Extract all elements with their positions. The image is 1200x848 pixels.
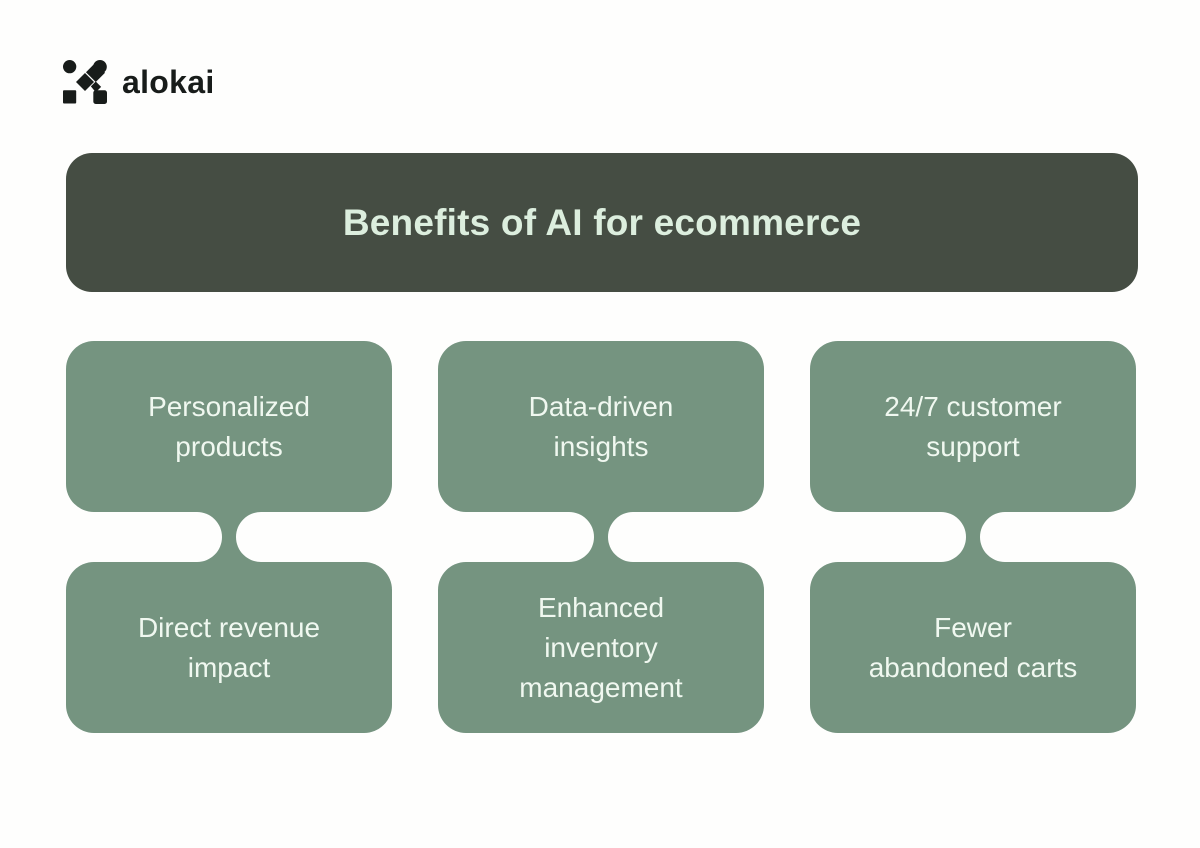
benefit-card-direct-revenue-impact: Direct revenue impact <box>66 562 392 733</box>
card-connector-icon <box>197 512 261 562</box>
benefit-card-label: Personalized products <box>148 390 310 462</box>
benefit-column-2: Data-driven insights Enhanced inventory … <box>438 341 764 733</box>
card-connector-icon <box>569 512 633 562</box>
benefit-card-label: Data-driven insights <box>528 390 674 462</box>
card-connector-icon <box>941 512 1005 562</box>
benefit-card-label: Fewer abandoned carts <box>868 611 1078 683</box>
title-banner: Benefits of AI for ecommerce <box>66 153 1138 292</box>
benefit-column-3: 24/7 customer support Fewer abandoned ca… <box>810 341 1136 733</box>
brand-header: alokai <box>63 60 215 104</box>
benefit-card-247-customer-support: 24/7 customer support <box>810 341 1136 512</box>
benefit-card-label: Enhanced inventory management <box>519 591 683 703</box>
page-title: Benefits of AI for ecommerce <box>342 201 862 243</box>
brand-name: alokai <box>122 63 215 100</box>
benefit-card-label: Direct revenue impact <box>137 611 321 683</box>
alokai-logo-icon <box>63 60 107 104</box>
benefit-card-label: 24/7 customer support <box>884 390 1062 462</box>
benefit-card-data-driven-insights: Data-driven insights <box>438 341 764 512</box>
benefit-column-1: Personalized products Direct revenue imp… <box>66 341 392 733</box>
benefits-grid: Personalized products Direct revenue imp… <box>66 341 1136 733</box>
benefit-card-personalized-products: Personalized products <box>66 341 392 512</box>
benefit-card-fewer-abandoned-carts: Fewer abandoned carts <box>810 562 1136 733</box>
benefit-card-enhanced-inventory-management: Enhanced inventory management <box>438 562 764 733</box>
